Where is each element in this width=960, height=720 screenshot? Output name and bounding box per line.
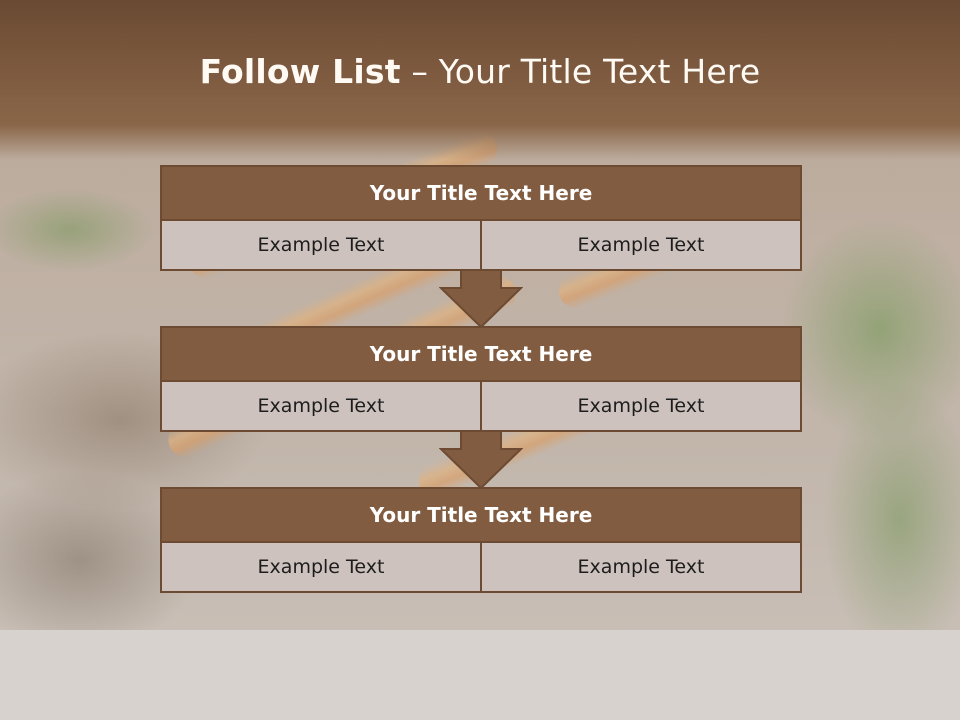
step-title: Your Title Text Here — [160, 487, 802, 543]
step-title: Your Title Text Here — [160, 165, 802, 221]
step-row: Example Text Example Text — [160, 221, 802, 271]
step-cell-right: Example Text — [480, 382, 802, 432]
step-row: Example Text Example Text — [160, 543, 802, 593]
bottom-band — [0, 630, 960, 720]
step-cell-left: Example Text — [160, 221, 480, 271]
slide-title: Follow List – Your Title Text Here — [0, 52, 960, 91]
step-row: Example Text Example Text — [160, 382, 802, 432]
down-arrow-icon — [439, 431, 523, 489]
step-cell-left: Example Text — [160, 382, 480, 432]
step-block-1: Your Title Text Here Example Text Exampl… — [160, 165, 802, 271]
step-cell-right: Example Text — [480, 221, 802, 271]
down-arrow-icon — [439, 270, 523, 328]
step-block-3: Your Title Text Here Example Text Exampl… — [160, 487, 802, 593]
title-bold: Follow List — [199, 52, 401, 91]
title-band — [0, 0, 960, 160]
step-title: Your Title Text Here — [160, 326, 802, 382]
title-rest: – Your Title Text Here — [400, 52, 761, 91]
step-block-2: Your Title Text Here Example Text Exampl… — [160, 326, 802, 432]
step-cell-right: Example Text — [480, 543, 802, 593]
step-cell-left: Example Text — [160, 543, 480, 593]
